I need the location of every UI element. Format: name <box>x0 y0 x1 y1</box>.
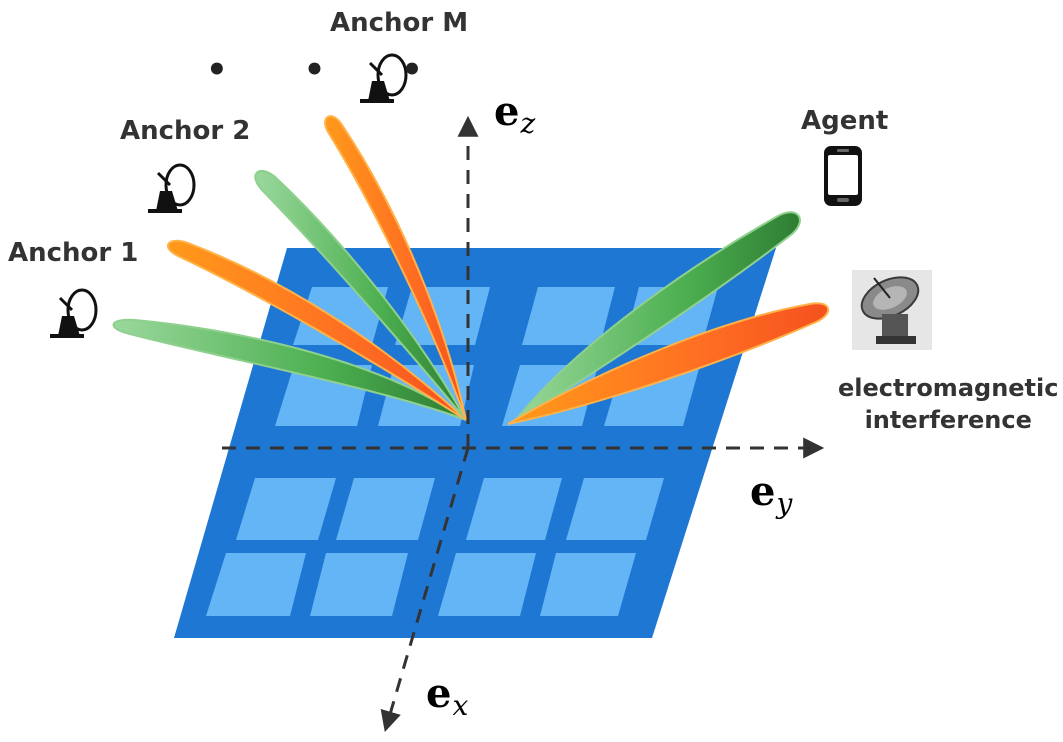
axis-z-main: e <box>494 88 520 135</box>
axes <box>222 115 825 733</box>
ris-element <box>336 478 435 540</box>
ris-element <box>438 553 536 616</box>
interference-label-line2: interference <box>864 406 1032 434</box>
antenna-dish-icon <box>148 163 196 213</box>
anchor-1-label: Anchor 1 <box>8 238 139 268</box>
anchor-beams <box>112 115 467 421</box>
ris-element <box>522 287 615 345</box>
satellite-dish-icon <box>852 270 932 350</box>
ris-element <box>466 478 562 540</box>
interference-label: electromagnetic interference <box>838 372 1058 436</box>
ris-element <box>206 553 306 616</box>
ellipsis-dots: • • • <box>206 50 455 90</box>
axis-x-main: e <box>426 670 452 717</box>
agent-label: Agent <box>801 106 889 136</box>
ris-element <box>566 478 664 540</box>
antenna-dish-icon <box>50 288 98 338</box>
ris-element <box>540 553 636 616</box>
beam-anchor-1 <box>112 318 467 421</box>
beam-anchor-m <box>324 115 467 421</box>
anchor-2-label: Anchor 2 <box>120 116 251 146</box>
smartphone-icon <box>824 146 862 206</box>
axis-z-sub: z <box>520 107 536 140</box>
axis-y-label: ey <box>750 468 792 520</box>
beam-agent <box>513 211 801 423</box>
ris-element <box>310 553 408 616</box>
interference-label-line1: electromagnetic <box>838 374 1059 402</box>
beam-anchor-2 <box>254 170 467 421</box>
axis-x-label: ex <box>426 670 468 722</box>
anchor-m-label: Anchor M <box>330 8 469 38</box>
axis-x-sub: x <box>452 689 469 722</box>
beam-interference <box>507 302 829 425</box>
ris-element <box>236 478 336 540</box>
axis-y-sub: y <box>776 487 793 520</box>
axis-x <box>380 447 470 733</box>
antenna-dish-icon <box>360 53 408 103</box>
axis-z-label: ez <box>494 88 535 140</box>
right-beams <box>507 211 829 425</box>
beam-anchor-1b <box>166 239 467 421</box>
axis-y-main: e <box>750 468 776 515</box>
